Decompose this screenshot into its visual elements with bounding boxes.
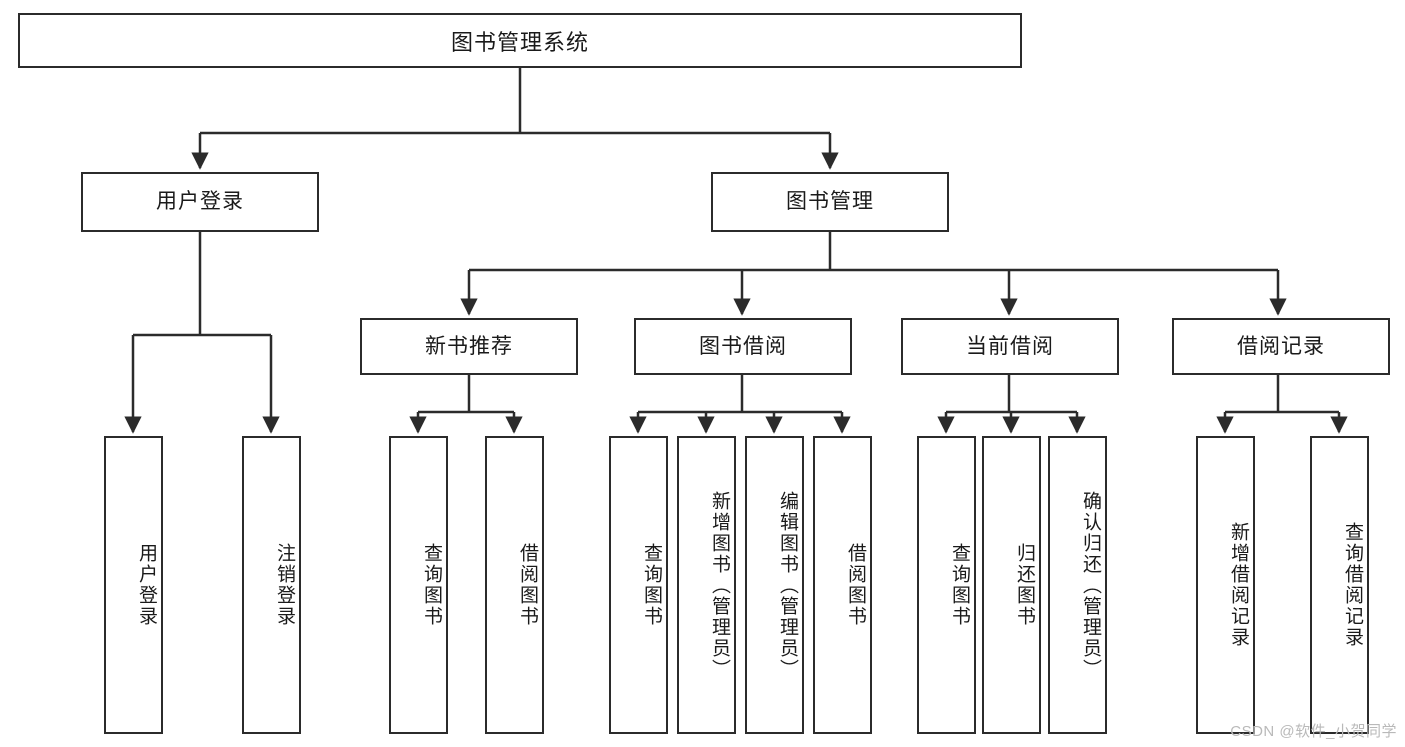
- leaf-borrow-query-book-label: 查询图书: [641, 543, 662, 627]
- watermark: CSDN @软件_小贺同学: [1230, 723, 1397, 740]
- node-borrow-record[interactable]: 借阅记录: [1172, 318, 1390, 375]
- leaf-user-login[interactable]: 用户登录: [104, 436, 163, 734]
- leaf-confirm-return-admin-label: 确认归还（管理员）: [1080, 490, 1101, 680]
- leaf-confirm-return-admin[interactable]: 确认归还（管理员）: [1048, 436, 1107, 734]
- leaf-edit-book-admin-label: 编辑图书（管理员）: [777, 490, 798, 680]
- leaf-query-borrow-record-label: 查询借阅记录: [1342, 522, 1363, 648]
- node-root-label: 图书管理系统: [450, 29, 589, 55]
- leaf-borrow-book[interactable]: 借阅图书: [813, 436, 872, 734]
- leaf-add-borrow-record[interactable]: 新增借阅记录: [1196, 436, 1255, 734]
- leaf-new-book-borrow-label: 借阅图书: [517, 543, 538, 627]
- leaf-new-book-borrow[interactable]: 借阅图书: [485, 436, 544, 734]
- leaf-query-borrow-record[interactable]: 查询借阅记录: [1310, 436, 1369, 734]
- leaf-user-login-label: 用户登录: [136, 543, 157, 627]
- leaf-add-book-admin[interactable]: 新增图书（管理员）: [677, 436, 736, 734]
- node-book-management-label: 图书管理: [786, 190, 874, 214]
- leaf-current-query-book-label: 查询图书: [949, 543, 970, 627]
- node-book-management[interactable]: 图书管理: [711, 172, 949, 232]
- node-new-book-recommend-label: 新书推荐: [425, 334, 513, 358]
- leaf-add-borrow-record-label: 新增借阅记录: [1228, 522, 1249, 648]
- node-current-borrow[interactable]: 当前借阅: [901, 318, 1119, 375]
- leaf-current-query-book[interactable]: 查询图书: [917, 436, 976, 734]
- leaf-edit-book-admin[interactable]: 编辑图书（管理员）: [745, 436, 804, 734]
- node-book-borrow-label: 图书借阅: [699, 334, 787, 358]
- leaf-logout-label: 注销登录: [274, 543, 295, 627]
- node-book-borrow[interactable]: 图书借阅: [634, 318, 852, 375]
- node-new-book-recommend[interactable]: 新书推荐: [360, 318, 578, 375]
- leaf-new-book-query[interactable]: 查询图书: [389, 436, 448, 734]
- node-current-borrow-label: 当前借阅: [966, 334, 1054, 358]
- leaf-return-book[interactable]: 归还图书: [982, 436, 1041, 734]
- leaf-return-book-label: 归还图书: [1014, 543, 1035, 627]
- leaf-add-book-admin-label: 新增图书（管理员）: [709, 490, 730, 680]
- leaf-borrow-query-book[interactable]: 查询图书: [609, 436, 668, 734]
- leaf-borrow-book-label: 借阅图书: [845, 543, 866, 627]
- node-borrow-record-label: 借阅记录: [1237, 334, 1325, 358]
- node-root[interactable]: 图书管理系统: [18, 13, 1022, 68]
- node-user-login-label: 用户登录: [156, 190, 244, 214]
- node-user-login[interactable]: 用户登录: [81, 172, 319, 232]
- leaf-new-book-query-label: 查询图书: [421, 543, 442, 627]
- leaf-logout[interactable]: 注销登录: [242, 436, 301, 734]
